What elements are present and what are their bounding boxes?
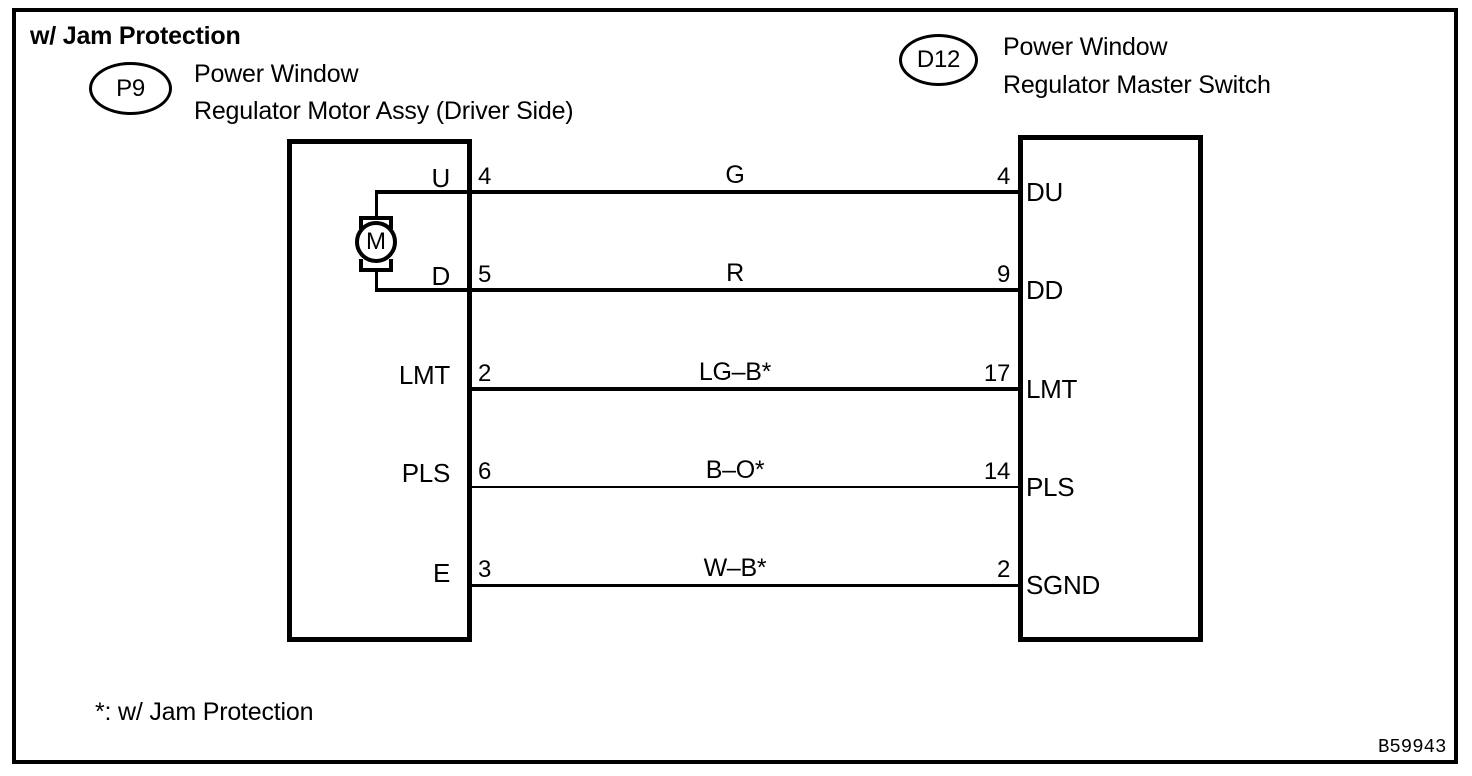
right-pin-pls-number: 14 (983, 458, 1010, 485)
right-terminal-du: DU (1026, 177, 1063, 207)
motor-symbol-label: M (366, 228, 386, 255)
left-connector-name-line2: Regulator Motor Assy (Driver Side) (194, 97, 574, 125)
connector-id-d12-label: D12 (916, 46, 961, 73)
connector-id-p9-label: P9 (116, 74, 145, 102)
left-connector-name-line1: Power Window (194, 60, 359, 88)
right-terminal-lmt: LMT (1026, 374, 1078, 404)
left-pin-pls-number: 6 (478, 458, 492, 485)
left-pin-lmt-number: 2 (478, 360, 492, 387)
left-terminal-u: U (431, 163, 451, 193)
motor-brush-bottom-icon (359, 259, 393, 272)
motor-lead-up-horizontal (375, 190, 473, 194)
right-terminal-sgnd: SGND (1026, 570, 1100, 600)
left-pin-u-number: 4 (478, 163, 492, 190)
motor-lead-down (375, 271, 378, 291)
right-connector-name-line2: Regulator Master Switch (1003, 71, 1271, 99)
wire-row-3 (470, 387, 1022, 391)
connector-id-d12: D12 (899, 34, 978, 86)
diagram-frame (12, 8, 1458, 764)
left-pin-d-number: 5 (478, 261, 492, 288)
motor-lead-down-horizontal (375, 288, 473, 292)
right-pin-du-number: 4 (996, 163, 1010, 190)
connector-id-p9: P9 (89, 62, 172, 115)
left-terminal-e: E (432, 558, 450, 588)
right-terminal-pls: PLS (1026, 472, 1075, 502)
diagram-title: w/ Jam Protection (30, 22, 241, 50)
right-pin-sgnd-number: 2 (996, 556, 1010, 583)
right-terminal-dd: DD (1026, 275, 1063, 305)
right-pin-dd-number: 9 (996, 261, 1010, 288)
right-connector-name-line1: Power Window (1003, 33, 1168, 61)
right-pin-lmt-number: 17 (983, 360, 1010, 387)
wire-row-4 (470, 486, 1022, 488)
wire-row-1 (470, 190, 1022, 194)
motor-icon: M (355, 221, 397, 263)
left-terminal-pls: PLS (401, 458, 451, 488)
wire-color-row-2: R (726, 259, 744, 287)
left-pin-e-number: 3 (478, 556, 492, 583)
wire-row-5 (470, 584, 1022, 587)
wire-color-row-1: G (725, 161, 745, 189)
figure-code: B59943 (1378, 736, 1447, 758)
footnote: *: w/ Jam Protection (95, 698, 314, 726)
wire-row-2 (470, 288, 1022, 292)
wire-color-row-4: B–O* (705, 456, 765, 484)
wire-color-row-3: LG–B* (698, 358, 772, 386)
motor-lead-up (375, 190, 378, 220)
left-terminal-lmt: LMT (398, 360, 450, 390)
wire-color-row-5: W–B* (703, 554, 767, 582)
left-terminal-d: D (431, 261, 451, 291)
